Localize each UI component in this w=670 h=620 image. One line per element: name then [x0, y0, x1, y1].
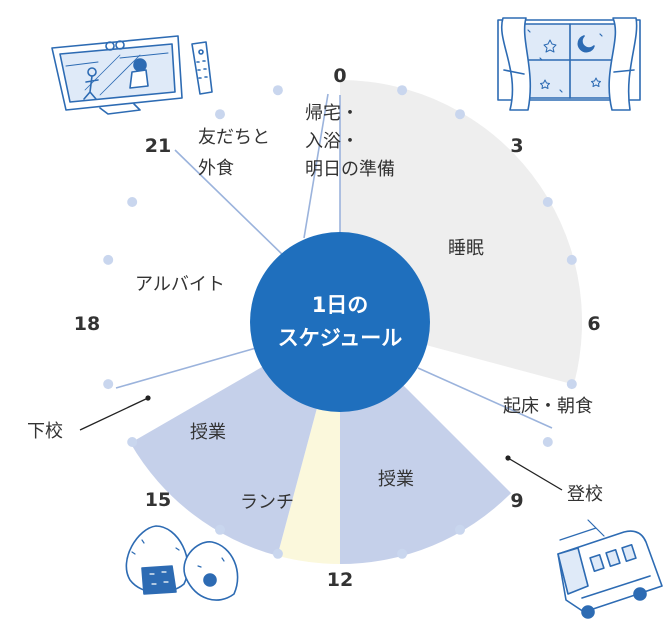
callout-commute-label: 登校 — [567, 484, 603, 505]
label-home-line1: 帰宅・ — [305, 103, 359, 124]
label-class-afternoon: 授業 — [190, 422, 226, 443]
label-home-line2: 入浴・ — [305, 131, 359, 152]
callout-leave-school: 下校 — [27, 395, 151, 442]
hour-label-6: 6 — [587, 313, 600, 335]
hour-dots — [103, 85, 577, 559]
hour-dot-10 — [455, 524, 465, 535]
label-sleep: 睡眠 — [448, 238, 484, 259]
hour-label-18: 18 — [74, 313, 100, 335]
hour-dot-16 — [127, 437, 138, 447]
divider-lines — [115, 93, 553, 429]
hour-dot-17 — [103, 379, 114, 390]
window-curtain-icon — [497, 17, 641, 111]
hour-dot-8 — [542, 437, 553, 447]
divider-home-dinner — [303, 93, 329, 239]
hour-label-3: 3 — [510, 135, 523, 157]
hour-label-12: 12 — [327, 569, 353, 591]
divider-wake-commute — [417, 367, 553, 429]
hour-dot-2 — [455, 109, 465, 120]
divider-parttime-leave — [115, 347, 257, 389]
hour-dot-20 — [127, 197, 138, 207]
hour-dot-22 — [215, 109, 225, 120]
callout-leave-school-label: 下校 — [27, 421, 63, 442]
callout-commute: 登校 — [505, 455, 603, 505]
tv-icon — [51, 35, 213, 115]
hour-label-15: 15 — [145, 489, 171, 511]
hour-dot-19 — [103, 254, 114, 265]
hour-dot-14 — [215, 524, 225, 535]
hour-dot-13 — [272, 548, 283, 559]
label-dinner-line1: 友だちと — [198, 127, 270, 148]
hour-label-21: 21 — [145, 135, 171, 157]
label-dinner-line2: 外食 — [198, 158, 234, 179]
hour-dot-11 — [397, 548, 408, 559]
center-circle — [250, 232, 430, 412]
hour-dot-7 — [566, 379, 577, 390]
divider-dinner-parttime — [174, 149, 288, 260]
label-lunch: ランチ — [240, 492, 294, 513]
hour-dot-1 — [397, 85, 408, 96]
label-wake: 起床・朝食 — [503, 396, 593, 417]
center-title-line2: スケジュール — [278, 326, 403, 350]
center-title-line1: 1日の — [312, 293, 369, 317]
hour-dot-23 — [272, 85, 283, 96]
train-icon — [557, 519, 663, 619]
hour-label-0: 0 — [333, 65, 346, 87]
hour-label-9: 9 — [510, 490, 523, 512]
rice-ball-icon — [125, 525, 239, 601]
label-home-line3: 明日の準備 — [305, 159, 395, 180]
hour-dot-5 — [566, 254, 577, 265]
label-part-time: アルバイト — [135, 274, 225, 295]
label-class-morning: 授業 — [378, 469, 414, 490]
hour-dot-4 — [542, 197, 553, 207]
